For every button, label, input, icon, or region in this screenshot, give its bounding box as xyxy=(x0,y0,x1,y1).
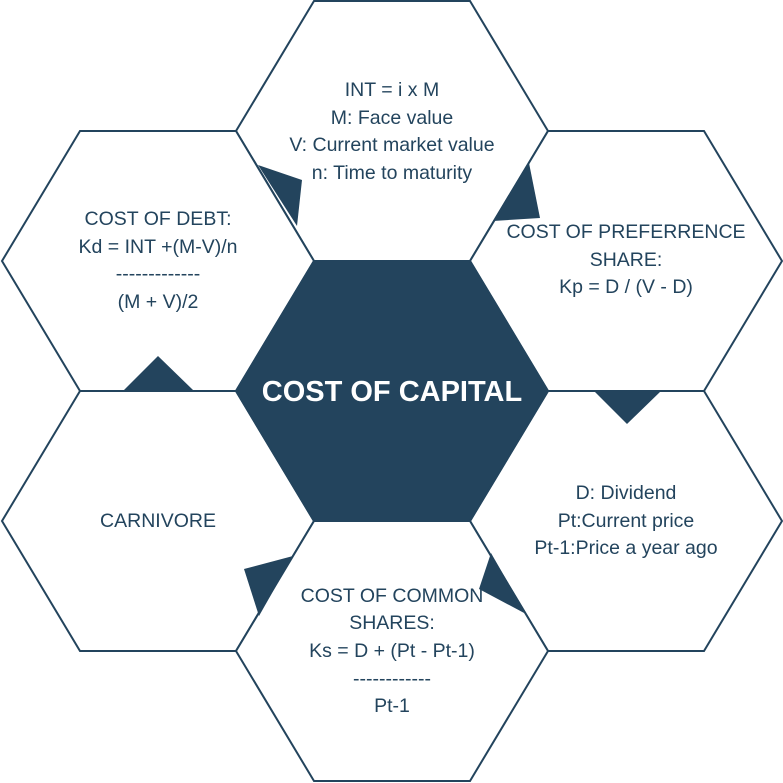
hex-bottom-line-3: Ks = D + (Pt - Pt-1) xyxy=(309,640,475,662)
pointer-top-to-upper-left xyxy=(258,165,302,226)
hex-upper-right-line-2: SHARE: xyxy=(590,249,663,271)
center-title: COST OF CAPITAL xyxy=(262,376,522,408)
hex-upper-right-line-3: Kp = D / (V - D) xyxy=(559,276,693,298)
hex-top-line-4: n: Time to maturity xyxy=(312,162,473,184)
hex-lower-right-text: D: Dividend Pt:Current price Pt-1:Price … xyxy=(534,482,717,559)
hex-bottom-line-5: Pt-1 xyxy=(374,695,410,717)
hex-lower-right-line-3: Pt-1:Price a year ago xyxy=(534,537,717,559)
hex-top-line-2: M: Face value xyxy=(331,107,453,129)
hex-center-shape xyxy=(234,260,550,522)
hex-upper-left-line-2: Kd = INT +(M-V)/n xyxy=(79,236,238,258)
pointer-lower-left-to-upper-left xyxy=(124,356,193,390)
pointer-upper-right-to-top xyxy=(493,163,540,221)
hex-bottom-text: COST OF COMMON SHARES: Ks = D + (Pt - Pt… xyxy=(301,585,484,717)
hex-top-text: INT = i x M M: Face value V: Current mar… xyxy=(289,79,494,184)
hex-upper-right-text: COST OF PREFERRENCE SHARE: Kp = D / (V -… xyxy=(506,221,745,298)
hex-top-line-3: V: Current market value xyxy=(289,134,494,156)
hex-lower-right-line-2: Pt:Current price xyxy=(558,510,695,532)
hex-lower-right-line-1: D: Dividend xyxy=(576,482,677,504)
pointer-lower-right-to-bottom xyxy=(479,553,526,614)
hex-lower-left-text: CARNIVORE xyxy=(100,510,216,532)
hex-lower-left-line-1: CARNIVORE xyxy=(100,510,216,532)
hex-upper-right-line-1: COST OF PREFERRENCE xyxy=(506,221,745,243)
hex-bottom-line-2: SHARES: xyxy=(349,612,435,634)
hex-top-line-1: INT = i x M xyxy=(345,79,439,101)
hex-upper-left-line-3: ------------- xyxy=(116,263,200,285)
hex-upper-left-text: COST OF DEBT: Kd = INT +(M-V)/n --------… xyxy=(79,208,238,313)
hex-upper-left-line-1: COST OF DEBT: xyxy=(85,208,232,230)
hex-upper-left-line-4: (M + V)/2 xyxy=(118,291,199,313)
pointer-upper-right-to-lower-right xyxy=(594,391,661,424)
pointer-bottom-to-lower-left xyxy=(244,556,293,616)
hex-bottom-line-4: ------------ xyxy=(353,668,431,690)
hex-bottom-line-1: COST OF COMMON xyxy=(301,585,484,607)
